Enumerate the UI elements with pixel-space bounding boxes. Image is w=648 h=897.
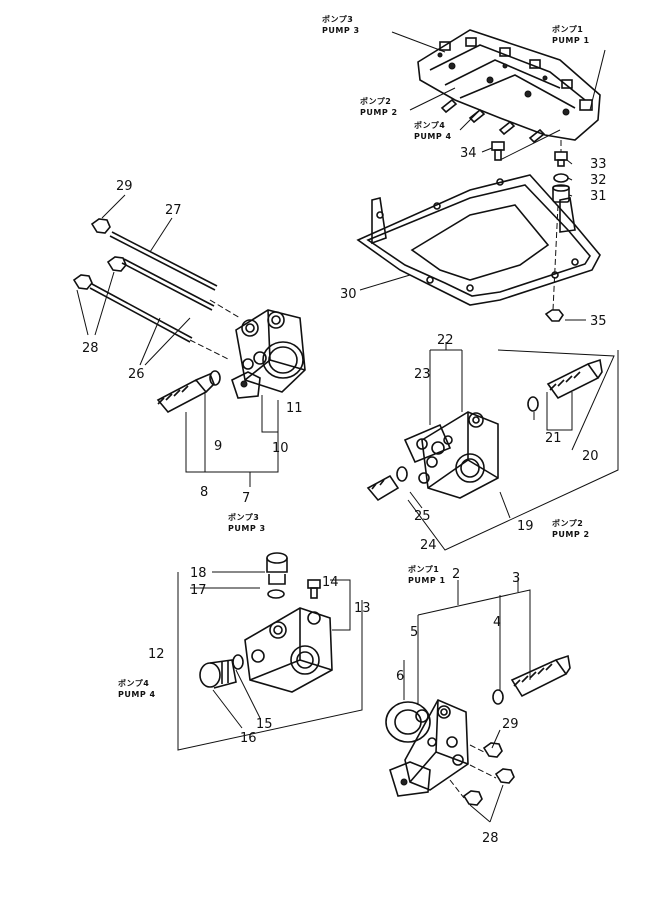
callout-23: 23 [414,367,431,382]
leader-lines [76,31,619,823]
callout-3: 3 [512,571,520,586]
callout-11: 11 [286,401,303,416]
relief-valve-20 [546,358,603,400]
callout-8: 8 [200,485,208,500]
nuts-29-28-right [449,742,515,806]
callout-26: 26 [128,367,145,382]
callout-35: 35 [590,314,607,329]
callout-24: 24 [420,538,437,553]
valve-body-12 [244,579,333,693]
callout-14: 14 [322,575,339,590]
callout-28: 28 [82,341,99,356]
callout-7: 7 [242,491,250,506]
spacer-31 [552,184,570,203]
o-ring-4 [492,689,504,705]
relief-valve-8 [156,372,215,414]
callout-12: 12 [148,647,165,662]
valve-body-7 [231,309,306,399]
callout-25: 25 [414,509,431,524]
label-pump3-en-top: PUMP 3 [322,26,360,35]
plug-16 [199,659,237,689]
callout-18: 18 [190,566,207,581]
callout-13: 13 [354,601,371,616]
callout-19: 19 [517,519,534,534]
pump-labels: ポンプ3 PUMP 3 ポンプ1 PUMP 1 ポンプ2 PUMP 2 ポンプ4… [118,14,590,699]
label-pump4-en-top: PUMP 4 [414,132,452,141]
label-pump2-jp-top: ポンプ2 [360,96,391,106]
label-pump3-jp: ポンプ3 [228,512,259,522]
tie-rods-27-26 [89,231,241,361]
callouts: 29 27 28 26 11 10 9 8 7 34 33 32 31 30 3… [82,146,607,846]
callout-4: 4 [493,615,501,630]
callout-15: 15 [256,717,273,732]
callout-21: 21 [545,431,562,446]
bolt-33 [554,151,568,167]
callout-32: 32 [590,173,607,188]
nut-29-top [90,218,111,234]
gasket-23 [403,423,452,464]
valve-body-2 [389,698,469,797]
bracket-30 [356,174,601,306]
callout-29: 29 [116,179,133,194]
callout-27: 27 [165,203,182,218]
o-ring-21 [527,396,539,412]
label-pump1-en: PUMP 1 [408,576,446,585]
label-pump1-jp: ポンプ1 [408,564,439,574]
nuts-28-left [72,256,127,290]
label-pump3-en: PUMP 3 [228,524,266,533]
callout-9: 9 [214,439,222,454]
label-pump1-en-top: PUMP 1 [552,36,590,45]
callout-31: 31 [590,189,607,204]
callout-6: 6 [396,669,404,684]
callout-2: 2 [452,567,460,582]
plug-18 [266,552,288,585]
gasket-6 [385,701,431,743]
callout-29-right: 29 [502,717,519,732]
label-pump2-en-top: PUMP 2 [360,108,398,117]
callout-17: 17 [190,583,207,598]
relief-valve-3 [510,654,571,698]
callout-20: 20 [582,449,599,464]
o-ring-17 [267,589,285,599]
callout-30: 30 [340,287,357,302]
valve-body-19 [418,411,499,499]
washer-32 [553,173,569,183]
bolt-34 [491,141,505,161]
label-pump2-en: PUMP 2 [552,530,590,539]
callout-5: 5 [410,625,418,640]
label-pump3-jp-top: ポンプ3 [322,14,353,24]
o-ring-9 [209,370,221,386]
label-pump1-jp-top: ポンプ1 [552,24,583,34]
label-pump4-en: PUMP 4 [118,690,156,699]
label-pump2-jp: ポンプ2 [552,518,583,528]
nut-35 [544,309,564,322]
label-pump4-jp-top: ポンプ4 [414,120,445,130]
callout-22: 22 [437,333,454,348]
plug-25 [366,466,408,502]
callout-33: 33 [590,157,607,172]
callout-16: 16 [240,731,257,746]
callout-10: 10 [272,441,289,456]
label-pump4-jp: ポンプ4 [118,678,149,688]
o-ring-15 [232,654,244,670]
callout-34: 34 [460,146,477,161]
callout-28-right: 28 [482,831,499,846]
